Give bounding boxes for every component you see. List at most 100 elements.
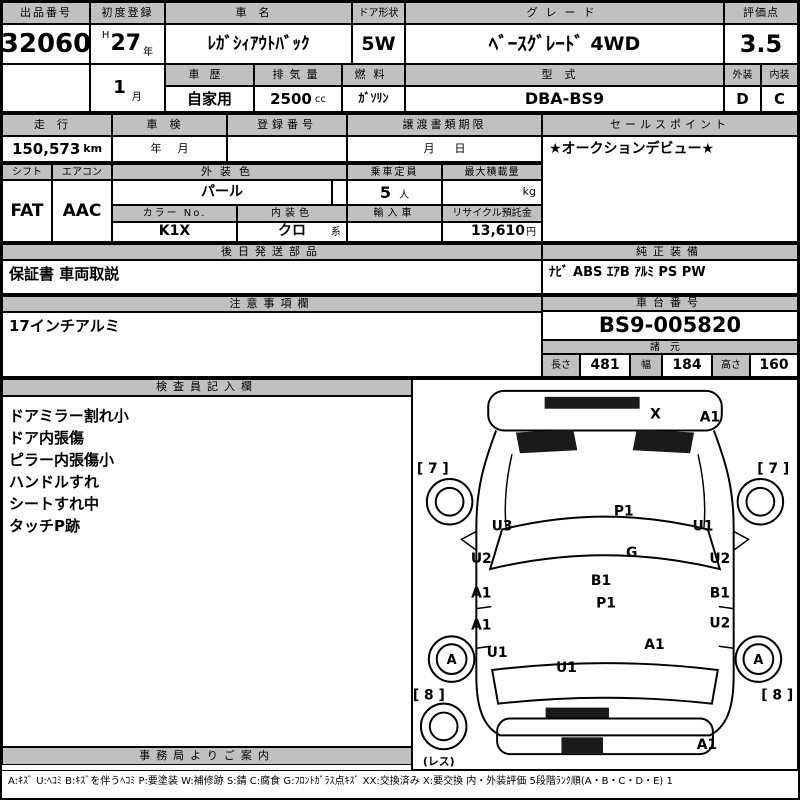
- auction-no-label: 出品番号: [2, 2, 90, 24]
- empty-cell: [2, 64, 90, 112]
- headlight-right: [632, 429, 695, 454]
- spec-height-value: 160: [750, 354, 798, 377]
- aircon-label: エアコン: [52, 164, 112, 180]
- damage-code: P1: [614, 504, 634, 520]
- empty-cell: [332, 180, 347, 205]
- inspector-note-line: ピラー内張傷小: [9, 451, 115, 469]
- interior-color-name: クロ: [278, 223, 306, 240]
- front-left-rim: [434, 486, 465, 517]
- displacement-unit: cc: [314, 93, 326, 105]
- rear-garnish: [545, 707, 609, 719]
- inspector-notes-area: ドアミラー割れ小ドア内張傷ピラー内張傷小ハンドルすれシートすれ中タッチP跡: [2, 396, 412, 747]
- windshield: [488, 515, 722, 571]
- grade-value: ﾍﾞｰｽｸﾞﾚｰﾄﾞ 4WD: [405, 24, 724, 64]
- front-right-rim: [745, 486, 776, 517]
- registration-no-label: 登録番号: [227, 114, 347, 136]
- exterior-label: 外装: [724, 64, 761, 86]
- max-load-label: 最大積載量: [442, 164, 542, 180]
- recycle-deposit-value: 13,610 円: [442, 222, 542, 242]
- damage-code: P1: [596, 596, 616, 612]
- sales-point-value: ★オークションデビュー★: [542, 136, 798, 242]
- chassis-no-label: 車台番号: [542, 296, 798, 311]
- interior-color-suffix: 系: [331, 226, 341, 238]
- front-bumper: [487, 389, 723, 432]
- damage-code: U3: [492, 518, 513, 534]
- section-divider: [541, 112, 543, 379]
- year-suffix: 年: [143, 47, 154, 58]
- section-divider: [2, 112, 798, 114]
- front-right-wheel: [736, 478, 785, 526]
- damage-code: A: [447, 653, 457, 668]
- inspection-label: 車検: [112, 114, 227, 136]
- door-seam: [718, 605, 734, 610]
- spare-tire-rim: [428, 711, 459, 742]
- inspector-note-line: シートすれ中: [9, 495, 100, 513]
- color-no-label: カラー No.: [112, 205, 237, 222]
- inspection-value: 年 月: [112, 136, 227, 162]
- legend: A:ｷｽﾞ U:ﾍｺﾐ B:ｷｽﾞを伴うﾍｺﾐ P:要塗装 W:補修跡 S:錆 …: [2, 770, 798, 798]
- section-divider: [2, 162, 542, 164]
- caution-value: 17インチアルミ: [2, 312, 542, 377]
- hood-line-right: [697, 454, 706, 528]
- aircon-value: AAC: [52, 180, 112, 242]
- registration-no-value: [227, 136, 347, 162]
- front-grille: [544, 396, 640, 409]
- inspector-note-line: ハンドルすれ: [9, 473, 100, 491]
- rear-left-rim: [435, 643, 468, 675]
- inspection-month-label: 月: [177, 141, 189, 155]
- mileage-value: 150,573 km: [2, 136, 112, 162]
- car-body-outline: [475, 430, 735, 737]
- later-parts-label: 後日発送部品: [2, 244, 542, 260]
- door-seam: [718, 645, 734, 649]
- recycle-deposit-label: リサイクル預託金: [442, 205, 542, 222]
- inspector-note-line: タッチP跡: [9, 517, 80, 535]
- damage-code: [ 8 ]: [413, 688, 445, 704]
- era-letter: H: [101, 30, 110, 41]
- interior-label: 内装: [761, 64, 798, 86]
- grade-label: グレード: [405, 2, 724, 24]
- section-divider: [2, 242, 798, 244]
- spec-width-label: 幅: [630, 354, 662, 377]
- damage-code: U1: [693, 518, 714, 534]
- damage-code: U2: [471, 551, 492, 567]
- damage-code: [ 7 ]: [757, 461, 789, 477]
- damage-code: U1: [487, 645, 508, 661]
- interior-color-value: クロ 系: [237, 222, 347, 242]
- license-plate: [561, 737, 604, 754]
- rear-right-wheel: [734, 635, 783, 683]
- damage-code: X: [650, 407, 661, 423]
- score-value: 3.5: [724, 24, 798, 64]
- damage-code: B1: [591, 573, 611, 589]
- damage-code: A1: [471, 586, 491, 602]
- door-seam: [476, 605, 492, 610]
- equipment-value: ﾅﾋﾞ ABS ｴｱB ｱﾙﾐ PS PW: [542, 260, 798, 294]
- damage-code: B1: [710, 586, 730, 602]
- model-code-value: DBA-BS9: [405, 86, 724, 112]
- caution-label: 注意事項欄: [2, 296, 542, 312]
- spec-length-value: 481: [580, 354, 630, 377]
- damage-code: A: [753, 653, 763, 668]
- rear-left-wheel: [427, 635, 476, 683]
- car-name-value: ﾚｶﾞｼｨｱｳﾄﾊﾞｯｸ: [165, 24, 352, 64]
- model-code-label: 型式: [405, 64, 724, 86]
- recycle-deposit-number: 13,610: [470, 223, 525, 240]
- mileage-label: 走行: [2, 114, 112, 136]
- headlight-left: [515, 429, 578, 454]
- transfer-deadline-value: 月 日: [347, 136, 542, 162]
- import-car-value: [347, 222, 442, 242]
- damage-code: U2: [709, 551, 730, 567]
- displacement-value: 2500 cc: [254, 86, 342, 112]
- damage-code: (レス): [423, 755, 455, 768]
- chassis-no-value: BS9-005820: [542, 311, 798, 340]
- door-shape-label: ドア形状: [352, 2, 405, 24]
- capacity-unit: 人: [399, 190, 410, 201]
- spec-length-label: 長さ: [542, 354, 580, 377]
- later-parts-value: 保証書 車両取説: [2, 260, 542, 294]
- sales-point-label: セールスポイント: [542, 114, 798, 136]
- fuel-value: ｶﾞｿﾘﾝ: [342, 86, 405, 112]
- displacement-label: 排気量: [254, 64, 342, 86]
- exterior-color-label: 外装色: [112, 164, 347, 180]
- shift-value: FAT: [2, 180, 52, 242]
- import-car-label: 輸入車: [347, 205, 442, 222]
